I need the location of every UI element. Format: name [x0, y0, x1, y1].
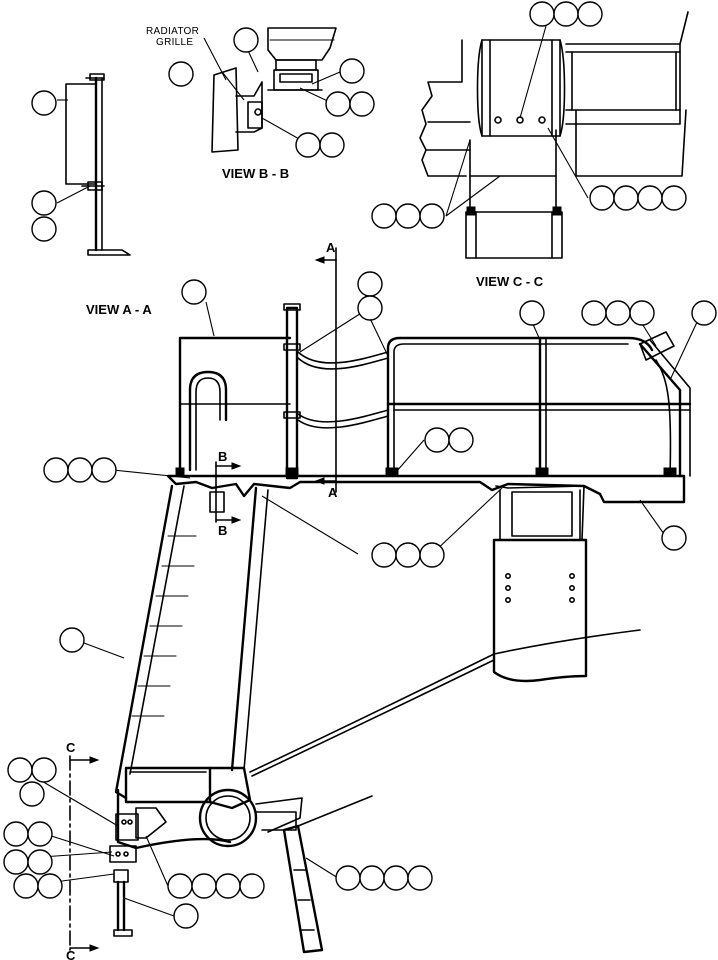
handrail-left-top — [178, 336, 292, 478]
view-c-c: VIEW C - C — [371, 1, 689, 289]
view-c-c-title: VIEW C - C — [476, 274, 544, 289]
callout-circle — [605, 300, 631, 326]
callout-circle — [529, 1, 555, 27]
main-assembly: VIEW A - A A A — [3, 240, 717, 960]
callout-circle — [31, 90, 57, 116]
rail-end-cap — [639, 331, 675, 361]
callout-circle — [3, 821, 29, 847]
callout-circle — [43, 457, 69, 483]
leg — [282, 824, 324, 954]
ladder-steps — [131, 535, 197, 717]
callout-circle — [31, 757, 57, 783]
callout-circle — [31, 190, 57, 216]
chain-upper — [297, 351, 389, 364]
section-c-bottom: C — [66, 948, 76, 960]
view-b-b: RADIATOR GRILLE VIEW B - B — [146, 26, 375, 181]
callout-circle — [359, 865, 385, 891]
callout-circle — [589, 185, 615, 211]
handrail-right-top — [386, 336, 654, 478]
callout-circle — [407, 865, 433, 891]
view-b-b-title: VIEW B - B — [222, 166, 289, 181]
callout-circle — [59, 627, 85, 653]
radiator-grille-body — [211, 67, 239, 153]
callout-circle — [181, 279, 207, 305]
frame-left — [419, 39, 467, 177]
section-c-top: C — [66, 740, 76, 755]
callout-circle — [31, 216, 57, 242]
callout-circle — [325, 91, 351, 117]
callout-circle — [27, 821, 53, 847]
callout-circle — [319, 132, 345, 158]
radiator-grille-label-2: GRILLE — [156, 37, 193, 48]
callout-circle — [191, 873, 217, 899]
radiator-grille-label-1: RADIATOR — [146, 26, 199, 37]
platform-deck — [166, 474, 686, 504]
callout-circle — [519, 300, 545, 326]
callout-circle — [553, 1, 579, 27]
callout-circle — [233, 27, 259, 53]
callout-circle — [357, 295, 383, 321]
callout-circle — [383, 865, 409, 891]
cable — [249, 629, 641, 773]
callout-circle — [395, 542, 421, 568]
callout-circle — [661, 525, 687, 551]
callout-circle — [419, 203, 445, 229]
callout-circle — [3, 849, 29, 875]
callout-circle — [577, 1, 603, 27]
callout-circle — [27, 849, 53, 875]
callout-circle — [581, 300, 607, 326]
ladder-rail-left — [114, 484, 174, 800]
callout-circle — [7, 757, 33, 783]
callout-circle — [349, 91, 375, 117]
callout-circle — [239, 873, 265, 899]
section-b-bottom: B — [218, 523, 227, 538]
callout-circle — [335, 865, 361, 891]
callout-circle — [691, 300, 717, 326]
callout-circle — [13, 873, 39, 899]
callout-circle — [215, 873, 241, 899]
callout-circle — [167, 873, 193, 899]
ladder-handle — [188, 370, 228, 472]
lower-box — [124, 766, 212, 804]
callout-circle — [168, 61, 194, 87]
callout-circle — [661, 185, 687, 211]
callout-circle — [419, 542, 445, 568]
support-column — [492, 538, 588, 683]
inset-base — [87, 249, 131, 256]
callout-circle — [371, 203, 397, 229]
inset-panel — [65, 83, 97, 185]
ladder-rail-right — [230, 486, 258, 772]
callout-circle — [637, 185, 663, 211]
section-a-bottom: A — [328, 485, 338, 500]
wheel-outer — [198, 788, 258, 848]
section-b-top: B — [218, 449, 227, 464]
callout-circle — [613, 185, 639, 211]
center-post — [285, 306, 299, 480]
callout-circle — [19, 781, 45, 807]
section-a-top: A — [326, 240, 336, 255]
callout-circle — [424, 427, 450, 453]
callout-circle — [173, 903, 199, 929]
callout-circle — [37, 873, 63, 899]
box-upper — [267, 27, 337, 61]
callout-circle — [448, 427, 474, 453]
wheel-inner — [205, 795, 251, 841]
callout-circle — [295, 132, 321, 158]
view-a-a-inset — [31, 73, 131, 256]
callout-circle — [395, 203, 421, 229]
view-a-a-title: VIEW A - A — [86, 302, 152, 317]
callout-circle — [371, 542, 397, 568]
chain-lower — [297, 409, 389, 423]
callout-circle — [91, 457, 117, 483]
callout-circle — [339, 58, 365, 84]
callout-circle — [67, 457, 93, 483]
callout-circle — [629, 300, 655, 326]
callout-circle — [357, 271, 383, 297]
